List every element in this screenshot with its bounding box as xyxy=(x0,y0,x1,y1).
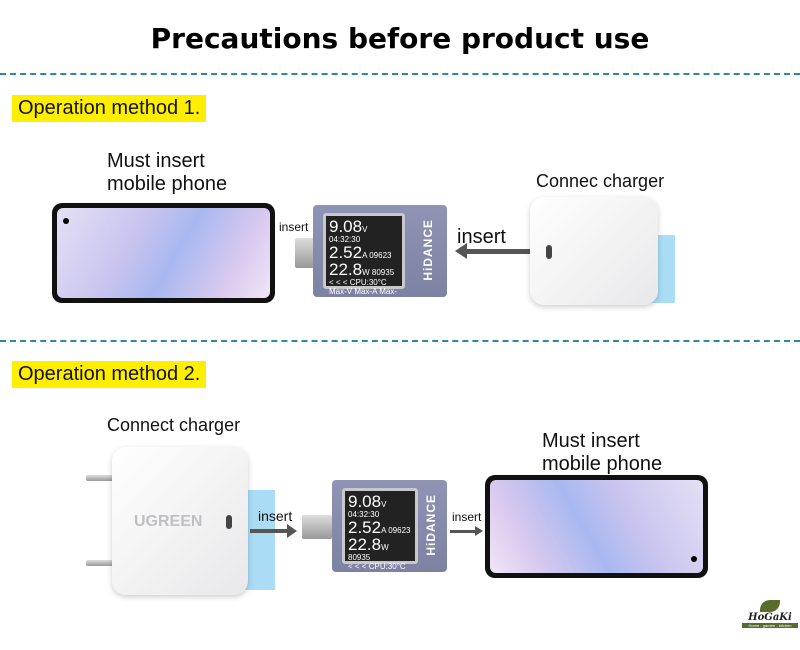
arrow-line xyxy=(466,249,530,254)
usb-c-port xyxy=(226,515,232,529)
phone-screen xyxy=(57,208,270,298)
insert-label: insert xyxy=(457,226,506,248)
max-labels: Max-V Max-A Max-W xyxy=(329,287,398,305)
current-value: 2.52 xyxy=(329,243,363,262)
mah-value: 09623 xyxy=(369,251,392,260)
caption-line: mobile phone xyxy=(107,173,228,195)
unit: V xyxy=(381,500,387,509)
arrows: < < < xyxy=(348,562,367,571)
time-value: 04:32:30 xyxy=(329,235,361,244)
caption-line: Must insert xyxy=(107,150,205,172)
usb-c-plug xyxy=(295,238,315,268)
wall-charger: UGREEN xyxy=(112,447,248,595)
logo-tagline: Home - garden - kitchen xyxy=(742,623,798,628)
usb-tester-device: 9.08V 04:32:30 2.52A 09623 22.8W 80935 <… xyxy=(313,205,447,314)
voltage-value: 9.08 xyxy=(348,492,382,511)
arrow-left-icon xyxy=(455,243,467,259)
mobile-phone xyxy=(52,203,275,303)
power-value: 22.8 xyxy=(329,260,363,279)
arrow-right-icon xyxy=(475,526,483,536)
caption-line: Must insert xyxy=(542,430,640,452)
time-value: 04:32:30 xyxy=(348,510,380,519)
unit: W xyxy=(381,543,389,552)
arrows: < < < xyxy=(329,278,348,287)
usb-c-port xyxy=(546,245,552,259)
usb-tester-device: 9.08V 04:32:30 2.52A 09623 22.8W 80935 <… xyxy=(332,480,447,607)
method2-label: Operation method 2. xyxy=(12,361,207,388)
tester-display: 9.08V 04:32:30 2.52A 09623 22.8W 80935 <… xyxy=(342,488,418,607)
phone-screen xyxy=(490,480,703,573)
voltage-value: 9.08 xyxy=(329,217,363,236)
current-value: 2.52 xyxy=(348,518,382,537)
arrow-line xyxy=(250,529,288,533)
wall-charger xyxy=(530,197,658,305)
unit: A xyxy=(381,526,386,535)
logo: HoGaKi Home - garden - kitchen xyxy=(742,600,798,628)
charger-brand: UGREEN xyxy=(134,513,203,530)
brand-label: HiDANCE xyxy=(421,219,435,281)
arrow-right-icon xyxy=(287,524,297,538)
usb-c-plug xyxy=(302,515,332,539)
tester-display: 9.08V 04:32:30 2.52A 09623 22.8W 80935 <… xyxy=(323,213,405,314)
divider xyxy=(0,340,800,342)
charger-caption: Connec charger xyxy=(536,171,665,191)
insert-label: insert xyxy=(452,510,482,524)
page-title: Precautions before product use xyxy=(150,22,650,55)
arrow-line xyxy=(450,530,476,533)
caption-line: mobile phone xyxy=(542,453,663,475)
brand-label: HiDANCE xyxy=(424,494,438,556)
charger-caption: Connect charger xyxy=(107,415,241,435)
plug-prong xyxy=(86,475,114,481)
insert-label: insert xyxy=(258,508,293,524)
max-labels: Max-V Max-A Max-W xyxy=(348,571,397,589)
method1-label: Operation method 1. xyxy=(12,95,207,122)
divider xyxy=(0,73,800,75)
cpu-temp: CPU:30°C xyxy=(368,562,406,571)
unit: A xyxy=(362,251,367,260)
mwh-value: 80935 xyxy=(348,553,371,562)
insert-label: insert xyxy=(279,220,309,234)
power-value: 22.8 xyxy=(348,535,382,554)
unit: W xyxy=(362,268,370,277)
mwh-value: 80935 xyxy=(371,268,395,277)
camera-icon xyxy=(691,556,697,562)
unit: V xyxy=(362,225,368,234)
max-values: 9.30V 3.22A 29.9W xyxy=(348,589,392,607)
leaf-house-icon xyxy=(760,600,780,612)
max-values: 9.30V 3.22A 29.9W xyxy=(329,305,398,314)
mobile-phone xyxy=(485,475,708,578)
cpu-temp: CPU:30°C xyxy=(349,278,387,287)
camera-icon xyxy=(63,218,69,224)
logo-name: HoGaKi xyxy=(748,612,792,623)
mah-value: 09623 xyxy=(388,526,411,535)
plug-prong xyxy=(86,560,114,566)
